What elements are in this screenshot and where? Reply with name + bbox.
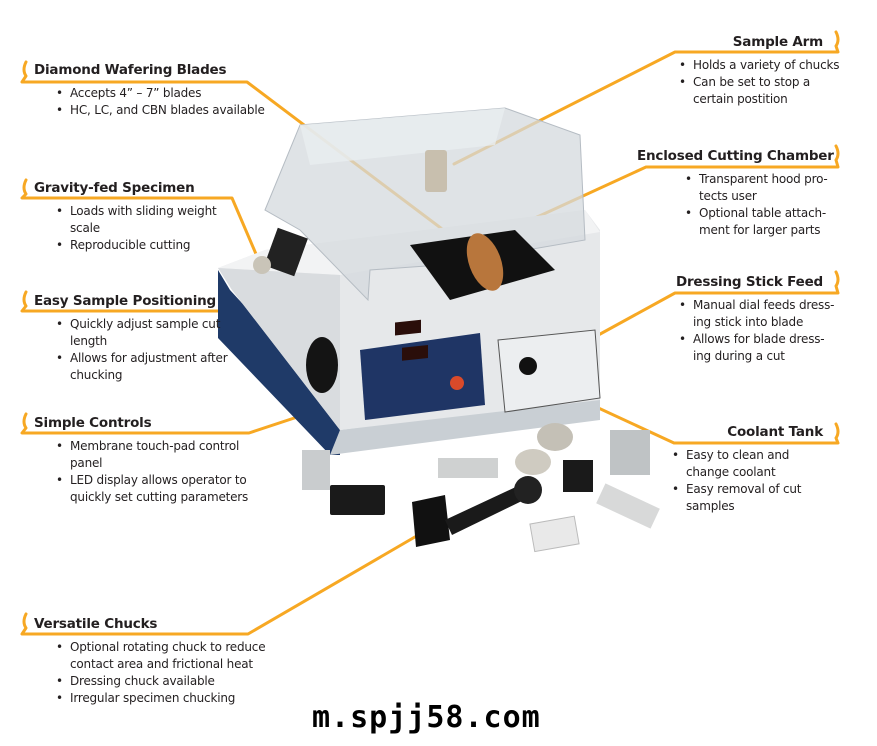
callout-title: Coolant Tank	[727, 424, 823, 440]
bullet-item: Holds a variety of chucks	[677, 57, 842, 74]
callout-sample-arm: Sample Arm Holds a variety of chucks Can…	[637, 34, 839, 108]
callout-title: Dressing Stick Feed	[675, 274, 823, 290]
callout-versatile-chucks: Versatile Chucks Optional rotating chuck…	[20, 616, 270, 707]
callout-title: Diamond Wafering Blades	[34, 62, 227, 78]
bullet-item: Manual dial feeds dress-ing stick into b…	[677, 297, 837, 331]
callout-title: Enclosed Cutting Chamber	[637, 148, 834, 164]
callout-title: Simple Controls	[34, 415, 152, 431]
bullet-list: Holds a variety of chucks Can be set to …	[677, 57, 842, 108]
bullet-item: Optional rotating chuck to reduce contac…	[54, 639, 269, 673]
bullet-list: Transparent hood pro-tects user Optional…	[683, 171, 833, 239]
callout-enclosed-cutting-chamber: Enclosed Cutting Chamber Transparent hoo…	[637, 148, 837, 239]
bullet-list: Manual dial feeds dress-ing stick into b…	[677, 297, 837, 365]
bullet-item: Membrane touch-pad control panel	[54, 438, 259, 472]
leader-coolant-tank	[564, 391, 840, 445]
leader-sample-arm	[452, 30, 840, 166]
bullet-item: Allows for blade dress-ing during a cut	[677, 331, 837, 365]
callout-diamond-wafering-blades: Diamond Wafering Blades Accepts 4” – 7” …	[20, 62, 265, 119]
leader-versatile-chucks	[20, 532, 422, 636]
bullet-item: Accepts 4” – 7” blades	[54, 85, 265, 102]
bullet-item: Optional table attach-ment for larger pa…	[683, 205, 833, 239]
leader-easy-sample-positioning	[20, 290, 328, 375]
callout-title: Gravity-fed Specimen	[34, 180, 195, 196]
callout-title: Easy Sample Positioning	[34, 293, 217, 309]
callout-gravity-fed-specimen: Gravity-fed Specimen Loads with sliding …	[20, 180, 220, 254]
leader-gravity-fed-specimen	[20, 178, 264, 270]
bullet-item: Allows for adjustment after chucking	[54, 350, 234, 384]
leader-diamond-wafering-blades	[20, 60, 472, 252]
callout-dressing-stick-feed: Dressing Stick Feed Manual dial feeds dr…	[637, 274, 837, 365]
bullet-list: Membrane touch-pad control panel LED dis…	[54, 438, 259, 506]
cutting-machine-illustration	[218, 107, 601, 455]
callout-simple-controls: Simple Controls Membrane touch-pad contr…	[20, 415, 250, 506]
watermark-text: m.spjj58.com	[312, 700, 541, 735]
bullet-item: Easy to clean and change coolant	[670, 447, 820, 481]
callout-title: Versatile Chucks	[34, 616, 158, 632]
bullet-item: Irregular specimen chucking	[54, 690, 269, 707]
callout-title: Sample Arm	[732, 34, 823, 50]
leader-dressing-stick-feed	[538, 270, 840, 369]
bullet-item: Reproducible cutting	[54, 237, 224, 254]
accessory-chucks	[302, 423, 660, 553]
bullet-list: Accepts 4” – 7” blades HC, LC, and CBN b…	[54, 85, 265, 119]
leader-simple-controls	[20, 391, 372, 435]
bullet-item: HC, LC, and CBN blades available	[54, 102, 265, 119]
bullet-list: Optional rotating chuck to reduce contac…	[54, 639, 269, 707]
bullet-item: Quickly adjust sample cut length	[54, 316, 234, 350]
leader-enclosed-cutting-chamber	[533, 144, 840, 220]
bullet-item: Loads with sliding weight scale	[54, 203, 224, 237]
bullet-list: Easy to clean and change coolant Easy re…	[670, 447, 820, 515]
bullet-item: Can be set to stop a certain postition	[677, 74, 842, 108]
callout-easy-sample-positioning: Easy Sample Positioning Quickly adjust s…	[20, 293, 230, 384]
callout-coolant-tank: Coolant Tank Easy to clean and change co…	[637, 424, 837, 515]
bullet-item: Transparent hood pro-tects user	[683, 171, 833, 205]
bullet-item: Dressing chuck available	[54, 673, 269, 690]
bullet-item: LED display allows operator to quickly s…	[54, 472, 259, 506]
bullet-item: Easy removal of cut samples	[670, 481, 820, 515]
bullet-list: Quickly adjust sample cut length Allows …	[54, 316, 234, 384]
bullet-list: Loads with sliding weight scale Reproduc…	[54, 203, 224, 254]
